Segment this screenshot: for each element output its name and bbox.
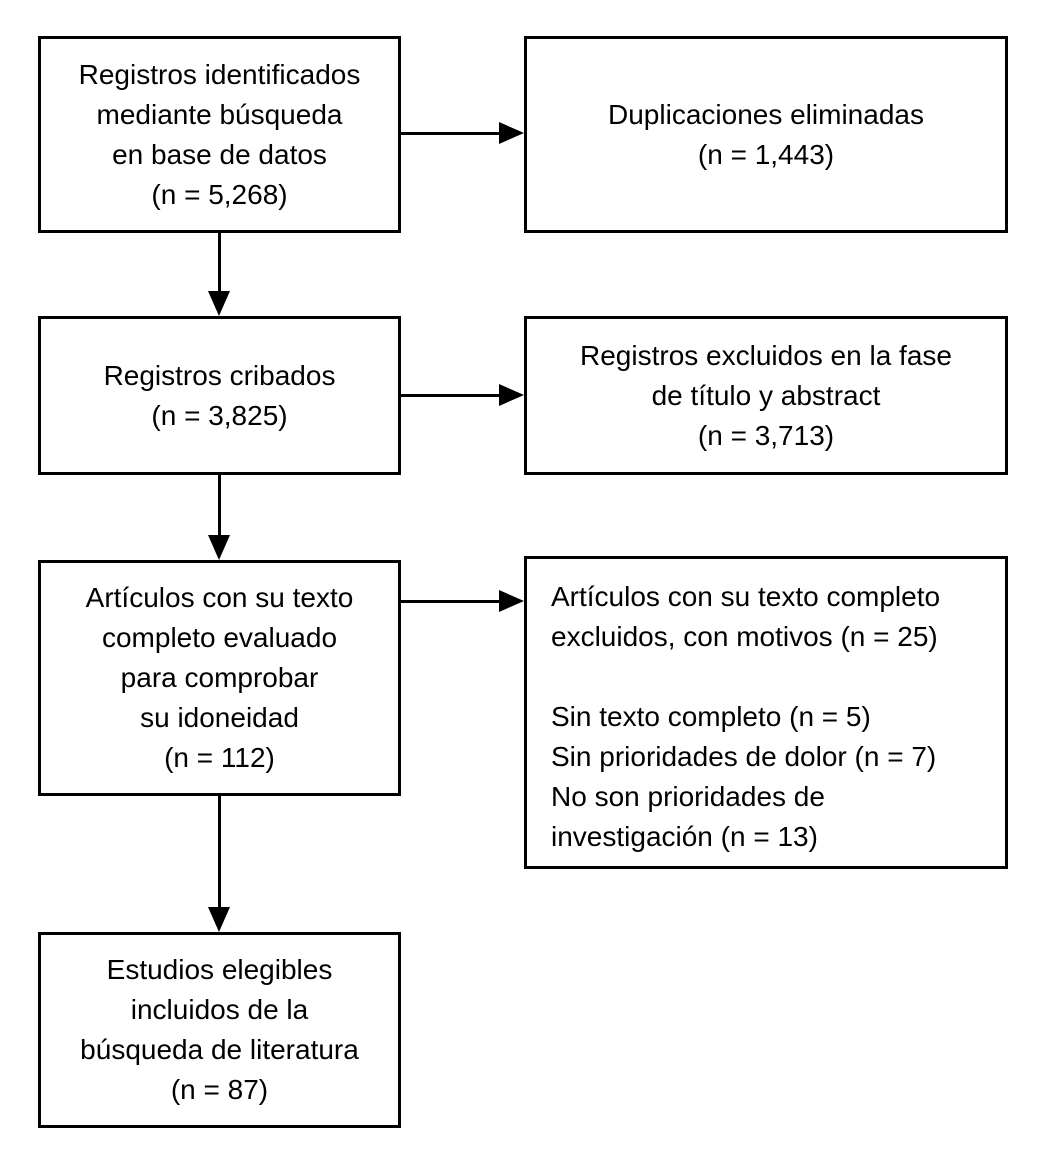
- box-registros-excluidos-titulo-abstract: Registros excluidos en la fase de título…: [524, 316, 1008, 475]
- box-text-line: Registros excluidos en la fase: [580, 339, 952, 371]
- box-articulos-texto-completo-excluidos: Artículos con su texto completo excluido…: [524, 556, 1008, 869]
- box-estudios-elegibles-incluidos: Estudios elegibles incluidos de la búsqu…: [38, 932, 401, 1128]
- box-registros-cribados: Registros cribados (n = 3,825): [38, 316, 401, 475]
- arrow-down-icon: [208, 794, 230, 932]
- arrow-down-icon: [208, 473, 230, 560]
- arrow-right-icon: [399, 384, 524, 406]
- box-text-line: Registros identificados: [78, 58, 361, 90]
- box-registros-identificados: Registros identificados mediante búsqued…: [38, 36, 401, 233]
- box-text-line: excluidos, con motivos (n = 25): [551, 621, 938, 652]
- arrow-head: [499, 384, 524, 406]
- arrow-head: [208, 535, 230, 560]
- box-text-line: Registros cribados: [103, 359, 336, 391]
- box-text-line: búsqueda de literatura: [80, 1034, 359, 1065]
- box-text-line: su idoneidad: [140, 702, 299, 733]
- arrow-right-icon: [399, 122, 524, 144]
- box-text-line: Artículos con su texto: [85, 582, 354, 613]
- arrow-down-icon: [208, 231, 230, 316]
- box-text-line: de título y abstract: [651, 379, 881, 411]
- box-duplicaciones-eliminadas: Duplicaciones eliminadas (n = 1,443): [524, 36, 1008, 233]
- box-text-line: Duplicaciones eliminadas: [608, 98, 924, 130]
- arrow-shaft: [217, 794, 221, 909]
- arrow-head: [499, 590, 524, 612]
- box-text-line: Artículos con su texto completo: [551, 581, 941, 612]
- box-count-line: (n = 3,825): [151, 399, 288, 431]
- box-count-line: (n = 1,443): [697, 138, 835, 170]
- arrow-shaft: [399, 393, 502, 397]
- box-text-line: incluidos de la: [130, 994, 309, 1025]
- box-count-line: (n = 112): [164, 742, 275, 773]
- arrow-head: [208, 907, 230, 932]
- box-text-line: completo evaluado: [101, 622, 338, 653]
- arrow-shaft: [217, 231, 221, 293]
- box-reason-line: Sin texto completo (n = 5): [551, 701, 871, 732]
- box-text-line: para comprobar: [120, 662, 319, 693]
- box-reason-line: investigación (n = 13): [551, 821, 818, 852]
- box-text-line: en base de datos: [112, 138, 327, 170]
- box-text-line: Estudios elegibles: [106, 954, 333, 985]
- arrow-head: [208, 291, 230, 316]
- arrow-shaft: [217, 473, 221, 537]
- box-reason-line: Sin prioridades de dolor (n = 7): [551, 741, 937, 772]
- box-count-line: (n = 3,713): [697, 419, 835, 451]
- box-articulos-texto-completo-evaluado: Artículos con su texto completo evaluado…: [38, 560, 401, 796]
- box-count-line: (n = 87): [170, 1074, 269, 1105]
- arrow-right-icon: [399, 590, 524, 612]
- box-count-line: (n = 5,268): [151, 178, 288, 210]
- box-text-line: mediante búsqueda: [96, 98, 343, 130]
- arrow-shaft: [399, 131, 502, 135]
- box-reason-line: No son prioridades de: [551, 781, 825, 812]
- arrow-head: [499, 122, 524, 144]
- arrow-shaft: [399, 599, 502, 603]
